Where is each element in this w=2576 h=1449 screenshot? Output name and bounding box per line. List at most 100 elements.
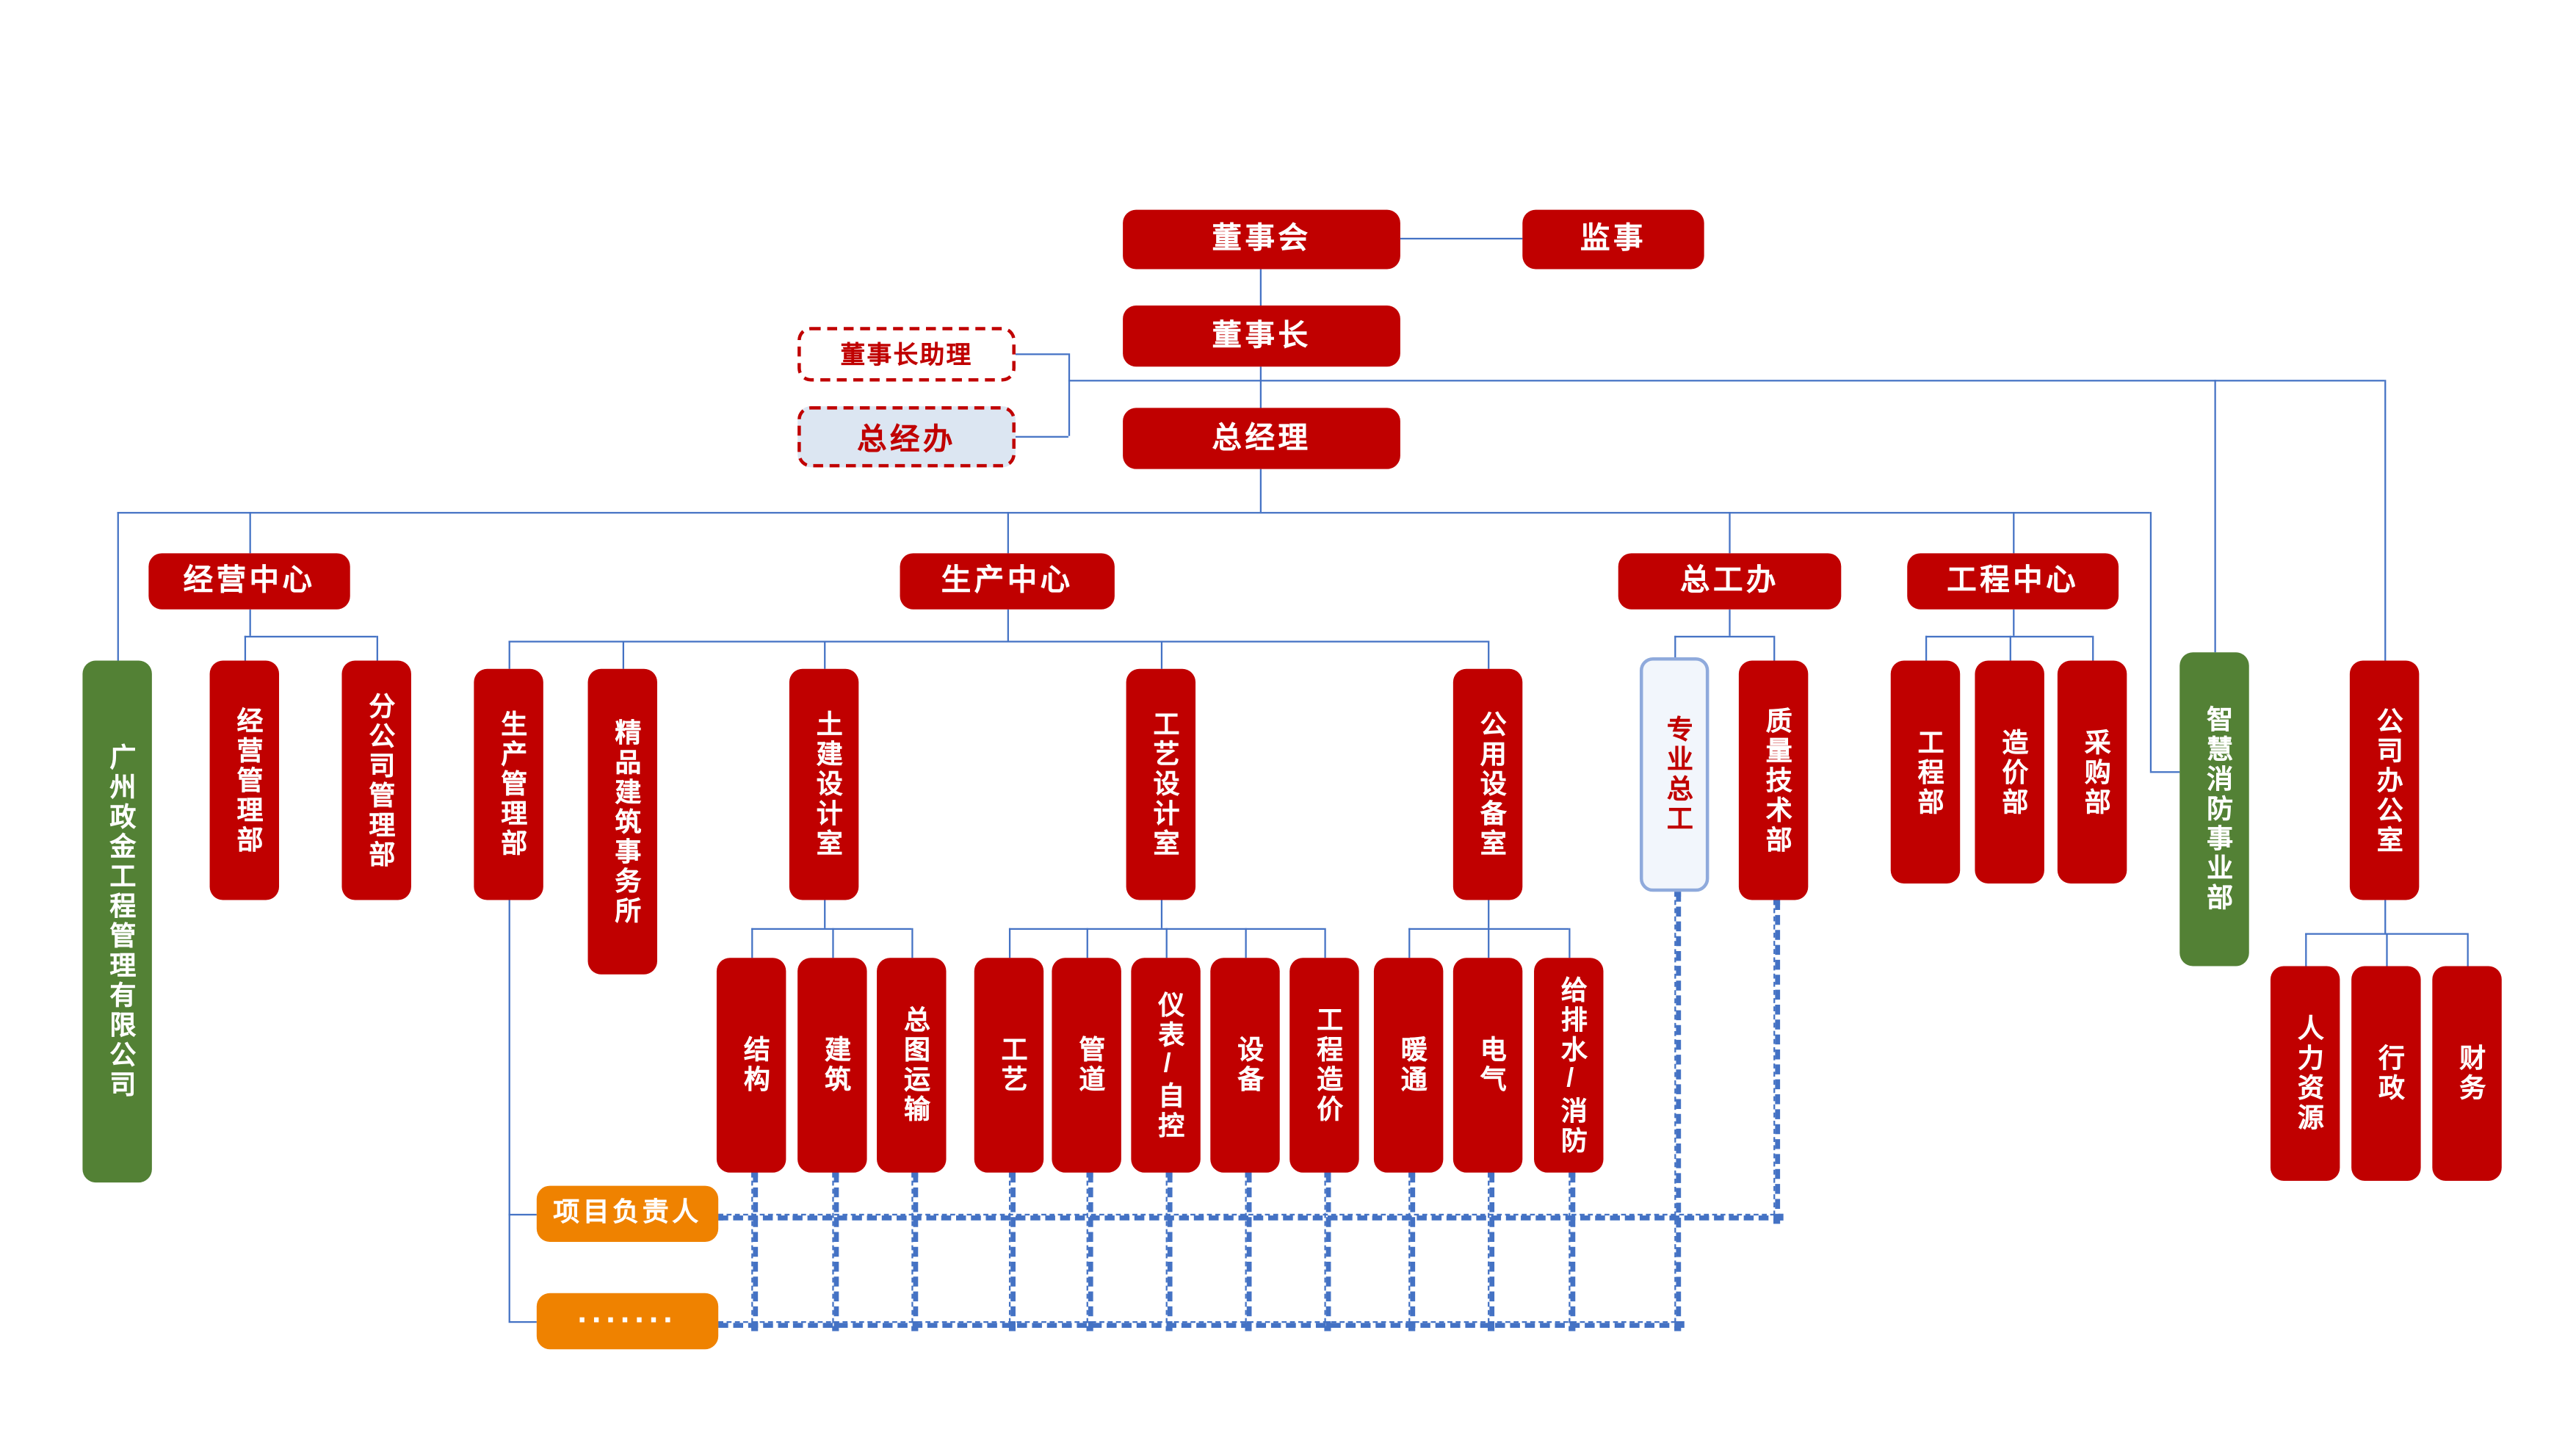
connector-line <box>249 512 251 554</box>
connector-line <box>1925 635 1928 661</box>
node-team-instrument: 仪表/自控 <box>1131 958 1201 1173</box>
connector-line <box>1674 635 1676 657</box>
connector-line <box>2214 380 2216 653</box>
node-team-structure: 结构 <box>716 958 786 1173</box>
connector-dashed-line <box>1008 1172 1016 1331</box>
node-team-admin: 行政 <box>2351 966 2421 1181</box>
connector-line <box>1408 928 1411 958</box>
connector-line <box>2092 635 2094 661</box>
connector-dashed-line <box>1569 1172 1576 1331</box>
connector-line <box>1488 900 1490 928</box>
connector-line <box>508 1213 537 1216</box>
node-production-mgmt-dept: 生产管理部 <box>474 668 543 900</box>
connector-line <box>2013 512 2015 554</box>
connector-line <box>1773 635 1776 661</box>
connector-line <box>1068 353 1071 436</box>
connector-line <box>2009 635 2011 661</box>
node-business-mgmt-dept: 经营管理部 <box>209 660 280 900</box>
connector-line <box>2013 609 2015 636</box>
connector-line <box>824 900 826 928</box>
connector-dashed-line <box>1773 900 1781 1224</box>
connector-dashed-line <box>1408 1172 1416 1331</box>
connector-line <box>2305 933 2307 966</box>
node-team-general-layout: 总图运输 <box>877 958 947 1173</box>
connector-dashed-line <box>718 1320 1685 1328</box>
connector-line <box>751 928 753 958</box>
connector-dashed-line <box>911 1172 919 1331</box>
node-engineering-center: 工程中心 <box>1907 553 2119 610</box>
connector-line <box>1007 512 1009 554</box>
node-cost-dept: 造价部 <box>1975 660 2044 884</box>
connector-line <box>244 635 247 661</box>
connector-line <box>508 640 1488 643</box>
connector-line <box>1729 512 1731 554</box>
node-board-of-directors: 董事会 <box>1123 209 1400 270</box>
connector-line <box>2149 512 2152 772</box>
node-procurement-dept: 采购部 <box>2057 660 2127 884</box>
connector-line <box>832 928 834 958</box>
connector-line <box>1008 928 1011 958</box>
connector-line <box>1259 469 1262 513</box>
connector-line <box>1245 928 1247 958</box>
node-company-office: 公司办公室 <box>2349 660 2420 900</box>
connector-dashed-line <box>751 1172 759 1331</box>
connector-dashed-line <box>1674 892 1682 1331</box>
connector-line <box>244 635 377 637</box>
connector-line <box>508 1320 537 1323</box>
connector-line <box>1086 928 1088 958</box>
node-business-center: 经营中心 <box>148 553 350 610</box>
connector-line <box>1259 269 1262 308</box>
connector-line <box>1488 640 1490 669</box>
connector-line <box>1259 366 1262 408</box>
connector-line <box>508 900 510 1321</box>
connector-line <box>824 640 826 669</box>
connector-line <box>1165 928 1168 958</box>
node-team-process: 工艺 <box>974 958 1044 1173</box>
node-team-piping: 管道 <box>1052 958 1121 1173</box>
connector-line <box>1400 237 1523 240</box>
node-team-plumbing-fire: 给排水/消防 <box>1534 958 1604 1173</box>
connector-line <box>1674 635 1774 637</box>
connector-line <box>1160 640 1163 669</box>
connector-dashed-line <box>1245 1172 1252 1331</box>
connector-line <box>1488 928 1490 958</box>
connector-line <box>1160 900 1163 928</box>
connector-line <box>2384 380 2387 661</box>
node-branch-mgmt-dept: 分公司管理部 <box>341 660 411 900</box>
connector-line <box>508 640 510 669</box>
node-team-hvac: 暖通 <box>1373 958 1444 1173</box>
node-civil-design-office: 土建设计室 <box>789 668 859 900</box>
connector-line <box>622 640 625 669</box>
node-quality-tech-dept: 质量技术部 <box>1738 660 1809 900</box>
connector-line <box>117 512 2150 514</box>
node-smart-fire-division: 智慧消防事业部 <box>2179 652 2249 966</box>
connector-dashed-line <box>1086 1172 1093 1331</box>
node-chairman: 董事长 <box>1123 306 1400 367</box>
connector-dashed-line <box>1165 1172 1173 1331</box>
node-professional-chief-engineer: 专业总工 <box>1639 657 1710 892</box>
connector-line <box>1925 635 2093 637</box>
connector-dashed-line <box>1488 1172 1495 1331</box>
node-team-equipment: 设备 <box>1210 958 1280 1173</box>
connector-dashed-line <box>1324 1172 1331 1331</box>
connector-line <box>117 512 119 661</box>
node-process-design-office: 工艺设计室 <box>1126 668 1196 900</box>
node-team-finance: 财务 <box>2432 966 2502 1181</box>
connector-dashed-line <box>832 1172 839 1331</box>
node-team-architecture: 建筑 <box>797 958 867 1173</box>
node-general-manager: 总经理 <box>1123 408 1400 469</box>
node-premium-architecture-office: 精品建筑事务所 <box>587 668 657 975</box>
connector-line <box>1015 353 1068 355</box>
node-utility-equipment-office: 公用设备室 <box>1452 668 1523 900</box>
connector-line <box>1729 609 1731 636</box>
node-team-engineering-cost: 工程造价 <box>1289 958 1359 1173</box>
connector-line <box>376 635 378 661</box>
connector-line <box>911 928 913 958</box>
connector-line <box>1015 436 1068 438</box>
connector-line <box>249 609 251 636</box>
connector-line <box>2467 933 2469 966</box>
node-chairman-assistant: 董事长助理 <box>797 327 1016 382</box>
node-supervisor: 监事 <box>1522 209 1704 270</box>
connector-line <box>2384 900 2387 933</box>
